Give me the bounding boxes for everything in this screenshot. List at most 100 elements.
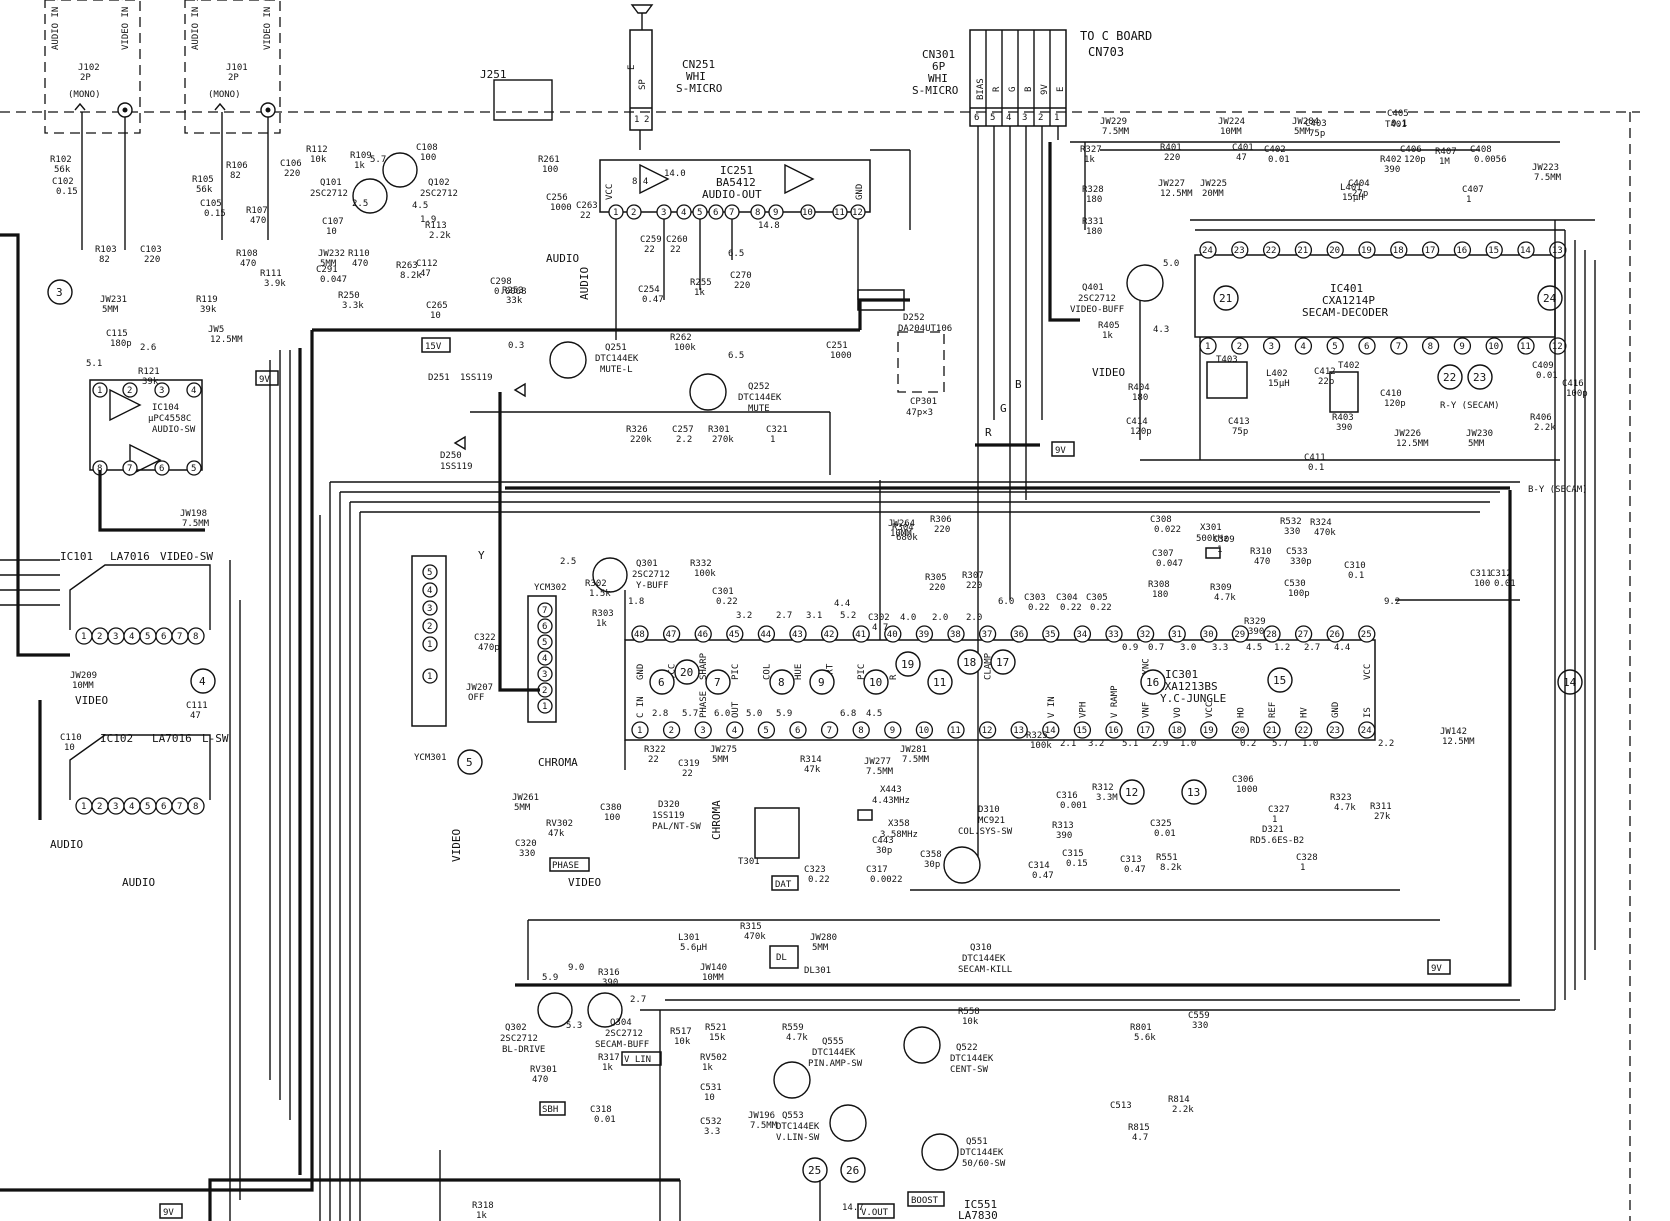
resistor-value: 680k [896, 533, 918, 543]
resistor-ref: R108 [236, 249, 258, 259]
capacitor-ref: C301 [712, 587, 734, 597]
capacitor-ref: C530 [1284, 579, 1306, 589]
callout-number: 9 [818, 676, 825, 689]
capacitor-value: 0.0056 [1474, 155, 1507, 165]
q304-ref: Q304 [610, 1018, 632, 1028]
ic251-pin: 3 [661, 208, 666, 218]
callout-number: 7 [714, 676, 721, 689]
ic301-pin: 45 [729, 630, 740, 640]
jumper-ref: JW275 [710, 745, 737, 755]
ic251-pin: 12 [852, 208, 863, 218]
jumper-value: 7.5MM [866, 767, 894, 777]
ycm302-pin-number: 7 [542, 606, 547, 616]
jumper-ref: JW207 [466, 683, 493, 693]
cn301-sig-r: R [992, 86, 1002, 92]
q522-function: CENT-SW [950, 1065, 989, 1075]
resistor-ref: R316 [598, 968, 620, 978]
voltage-annotation: 9.2 [1384, 597, 1400, 607]
capacitor-value: 100 [1474, 579, 1490, 589]
resistor-value: 1.5k [589, 589, 611, 599]
capacitor-ref: C251 [826, 341, 848, 351]
jumper-ref: JW261 [512, 793, 539, 803]
resistor-value: 100 [542, 165, 558, 175]
capacitor-ref: C259 [640, 235, 662, 245]
ic104-pin: 5 [191, 464, 196, 474]
capacitor-ref: C403 [1305, 119, 1327, 129]
ic401-pin: 9 [1459, 342, 1464, 352]
voltage-annotation: 2.1 [1060, 739, 1076, 749]
q301-ref: Q301 [636, 559, 658, 569]
x358-ref: X358 [888, 819, 910, 829]
cn301-type: S-MICRO [912, 84, 958, 97]
capacitor-ref: C106 [280, 159, 302, 169]
inductor-ref: L301 [678, 933, 700, 943]
ic301-pin: 22 [1298, 726, 1309, 736]
resistor-value: 220 [934, 525, 950, 535]
ic401-pin-circle [1358, 241, 1376, 259]
callout-circle [457, 749, 483, 775]
resistor-ref: R407 [1435, 147, 1457, 157]
crystals: X301 500kHz X443 4.43MHz X358 3.58MHz [857, 523, 1229, 840]
ic301-pin-circle [1010, 721, 1028, 739]
callout-circle [1213, 285, 1239, 311]
ic401-pin: 21 [1297, 246, 1308, 256]
pot-ref: RV301 [530, 1065, 557, 1075]
capacitor-value: 0.01 [1154, 829, 1176, 839]
resistor-ref: R262 [670, 333, 692, 343]
voltage-annotation: 2.7 [776, 611, 792, 621]
ycm301-pin-number: 4 [427, 586, 432, 596]
cn251-pin-e: E [627, 65, 637, 70]
capacitor-ref: C303 [1024, 593, 1046, 603]
capacitor-value: 220 [734, 281, 750, 291]
resistor-ref: R121 [138, 367, 160, 377]
capacitor-ref: C322 [474, 633, 496, 643]
d310-part: MC921 [978, 816, 1005, 826]
pot-ref: RV302 [546, 819, 573, 829]
voltage-annotation: 1.0 [1180, 739, 1196, 749]
capacitor-ref: C411 [1304, 453, 1326, 463]
voltage-annotation: 4.4 [834, 599, 850, 609]
resistor-ref: R263 [396, 261, 418, 271]
callout-circle [895, 651, 921, 677]
capacitor-value: 0.01 [1494, 579, 1516, 589]
ic301-pin: 12 [982, 726, 993, 736]
voltage-annotation: 3.1 [806, 611, 822, 621]
ic301-pin: 10 [918, 726, 929, 736]
ic301-pin: 26 [1329, 630, 1340, 640]
capacitor-ref: C559 [1188, 1011, 1210, 1021]
ic301-pin: 27 [1298, 630, 1309, 640]
voltage-annotation: 9.0 [568, 963, 584, 973]
resistor-ref: R304 [892, 523, 914, 533]
resistor-ref: R309 [1210, 583, 1232, 593]
capacitor-value: 0.22 [808, 875, 830, 885]
capacitor-value: 2.2 [676, 435, 692, 445]
ic301-pin-circle [789, 625, 807, 643]
ycm301-pin-number: 3 [427, 604, 432, 614]
ycm302-pin [537, 602, 553, 618]
capacitor-value: 22 [670, 245, 681, 255]
jumper-ref: JW226 [1394, 429, 1421, 439]
capacitor-ref: C103 [140, 245, 162, 255]
callout-number: 11 [933, 676, 946, 689]
ic301-pin: 31 [1171, 630, 1182, 640]
ic301-pin-circle [1358, 721, 1376, 739]
capacitor-value: 0.1 [1308, 463, 1324, 473]
d320-part: 1SS119 [652, 811, 685, 821]
ic301-pin: 5 [763, 726, 768, 736]
capacitor-value: 1 [1217, 545, 1222, 555]
capacitor-ref: C298 [490, 277, 512, 287]
capacitor-value: 1 [1272, 815, 1277, 825]
ic301-pin-function: COL [762, 664, 772, 680]
capacitor-value: 47 [190, 711, 201, 721]
resistor-ref: R317 [598, 1053, 620, 1063]
capacitor-value: 75p [1232, 427, 1248, 437]
j251-ref: J251 [480, 68, 507, 81]
resistor-ref: R305 [925, 573, 947, 583]
voltage-annotation: 0.7 [1148, 643, 1164, 653]
resistor-ref: R308 [1148, 580, 1170, 590]
capacitor-ref: C270 [730, 271, 752, 281]
ic301-pin: 1 [637, 726, 642, 736]
svg-text:VIDEO: VIDEO [450, 829, 463, 862]
capacitor-ref: C325 [1150, 819, 1172, 829]
